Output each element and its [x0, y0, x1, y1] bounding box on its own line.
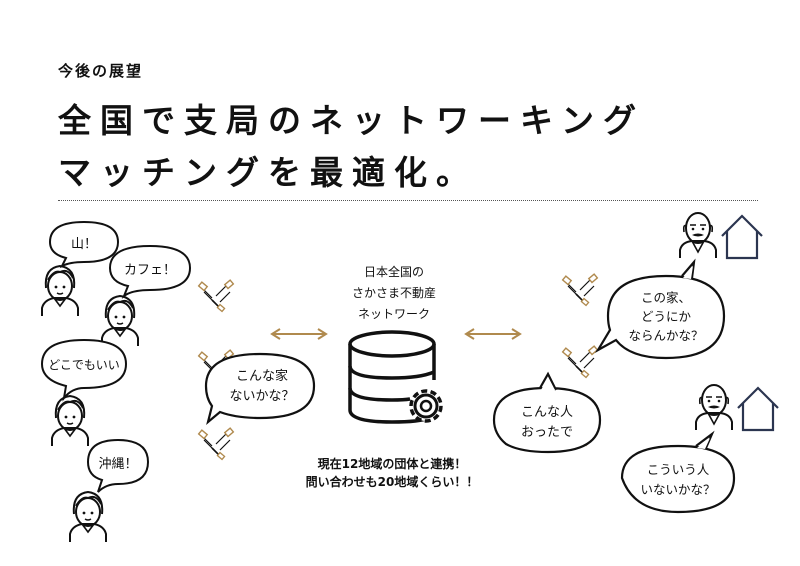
speech-bubble: こういう人 いないかな？	[620, 430, 736, 514]
bubble-text: カフェ！	[124, 263, 176, 278]
house-icon	[720, 214, 764, 260]
bubble-text: こんな家	[236, 368, 288, 384]
speech-bubble: こんな人 おったで	[492, 371, 602, 454]
speech-bubble: こんな家 ないかな？	[204, 352, 316, 426]
bubble-text: 沖縄！	[98, 457, 137, 472]
bubble-text: 山！	[71, 237, 97, 252]
handshake-icon	[197, 427, 235, 461]
network-title-line-2: さかさま不動産	[352, 285, 436, 300]
dotted-divider	[58, 200, 758, 201]
speech-bubble: この家、 どうにか ならんかな？	[594, 258, 726, 360]
bubble-text: こんな人	[521, 405, 573, 420]
bubble-text: どうにか	[641, 309, 692, 324]
headline-line-1: 全国で支局のネットワーキング	[58, 101, 646, 140]
speech-bubble: 沖縄！	[86, 438, 150, 493]
speech-bubble: 山！	[48, 220, 120, 269]
headline-line-2: マッチングを最適化。	[58, 153, 478, 192]
person-icon	[41, 265, 79, 317]
bubble-text: おったで	[521, 425, 573, 440]
section-eyebrow: 今後の展望	[58, 62, 144, 80]
bubble-text: ならんかな？	[628, 328, 703, 343]
person-icon	[51, 395, 89, 447]
double-arrow-icon	[464, 328, 522, 340]
caption-line-1: 現在12地域の団体と連携！	[318, 456, 467, 471]
person-icon	[69, 491, 107, 543]
speech-bubble: カフェ！	[108, 244, 192, 299]
person-icon	[101, 295, 139, 347]
handshake-icon	[197, 279, 235, 313]
handshake-icon	[561, 345, 599, 379]
gear-icon	[409, 389, 443, 423]
elderly-person-icon	[695, 384, 733, 431]
house-icon	[736, 386, 780, 432]
bubble-text: ないかな？	[229, 389, 294, 404]
network-title-line-1: 日本全国の	[364, 264, 424, 279]
caption-line-2: 問い合わせも20地域くらい！！	[306, 474, 479, 489]
speech-bubble: どこでもいい	[40, 338, 128, 402]
elderly-person-icon	[679, 212, 717, 259]
bubble-text: この家、	[641, 290, 691, 305]
network-title-line-3: ネットワーク	[358, 307, 430, 321]
double-arrow-icon	[270, 328, 328, 340]
bubble-text: こういう人	[647, 462, 710, 477]
bubble-text: どこでもいい	[48, 358, 119, 372]
handshake-icon	[561, 273, 599, 307]
bubble-text: いないかな？	[640, 482, 715, 497]
